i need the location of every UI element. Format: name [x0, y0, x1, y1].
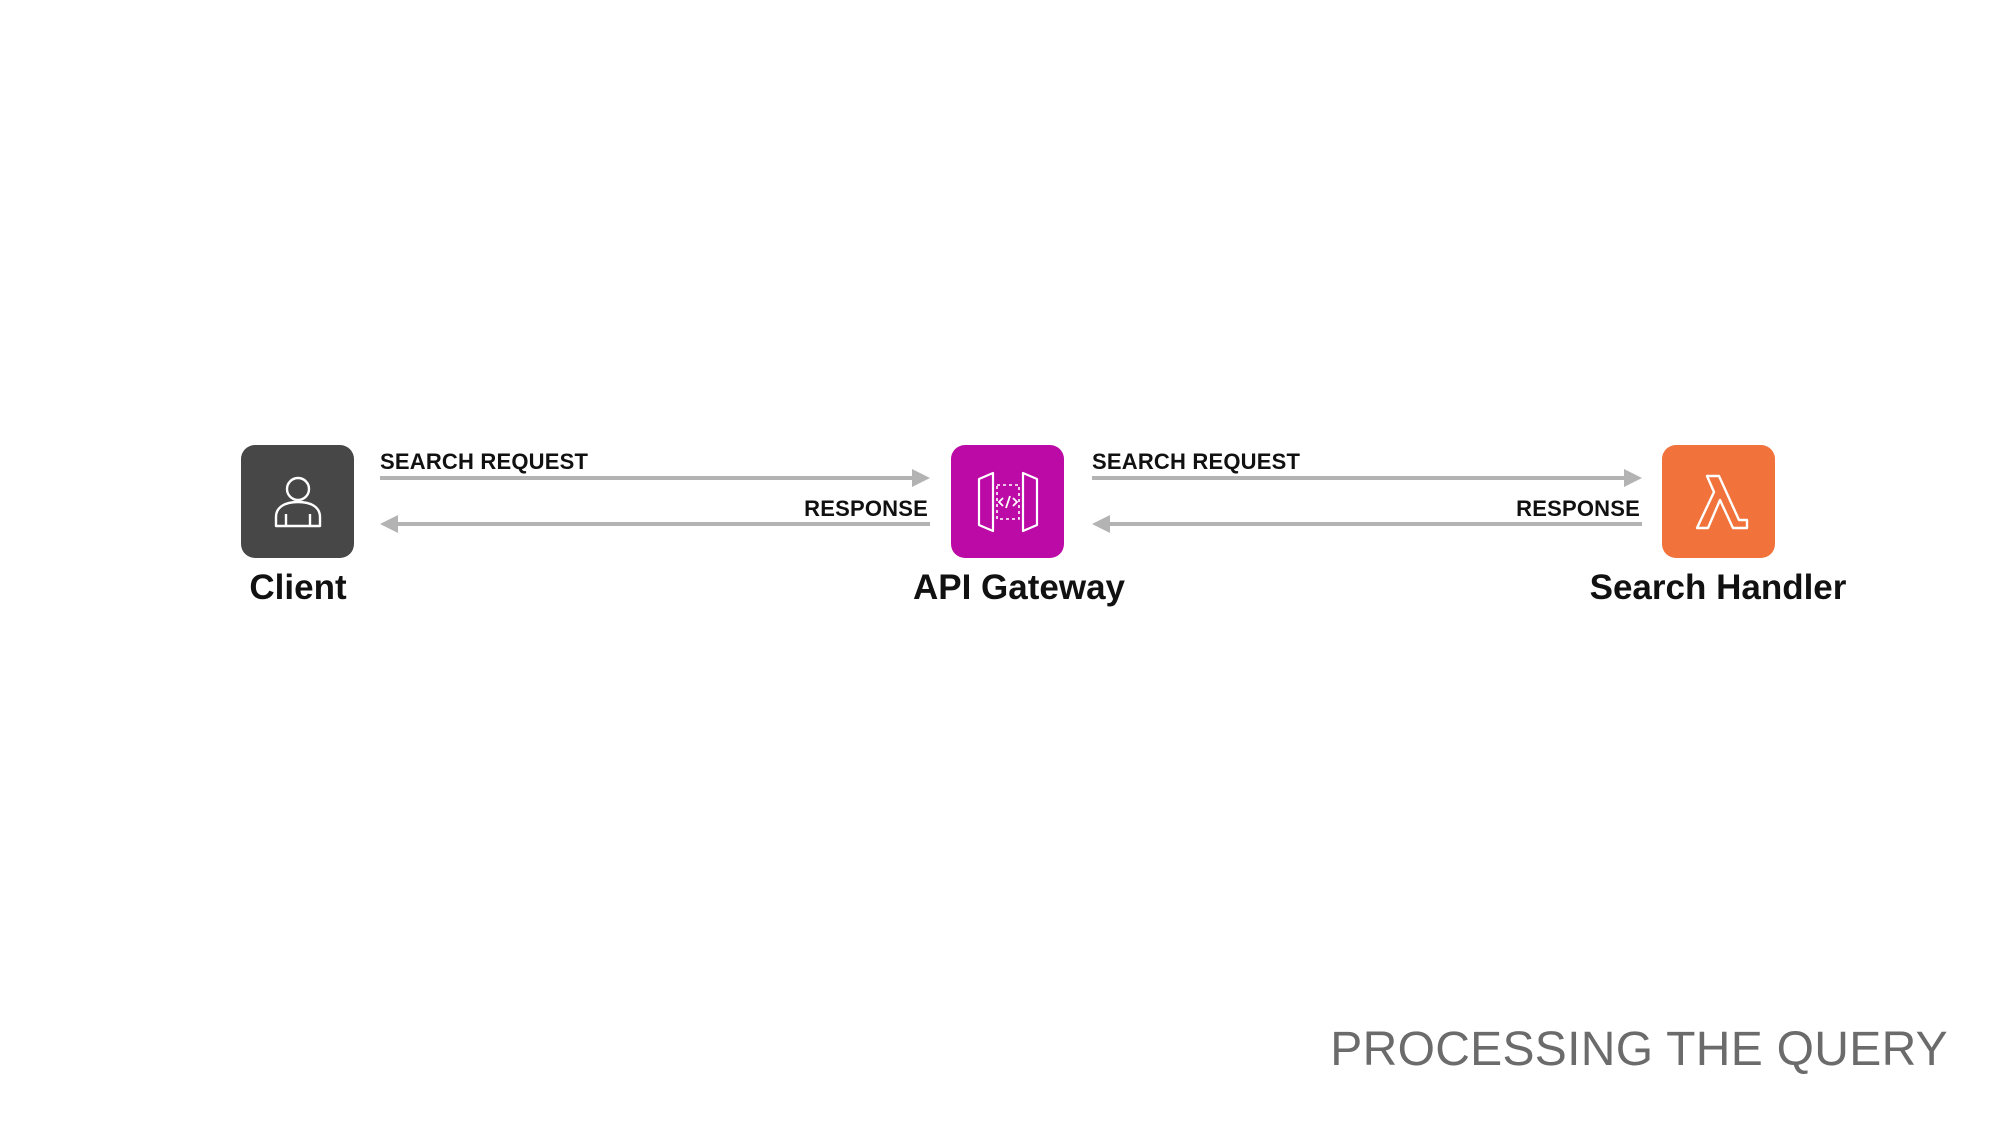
client-node-icon: [241, 445, 354, 558]
request-label-gateway-handler: SEARCH REQUEST: [1092, 449, 1301, 474]
request-label-client-gateway: SEARCH REQUEST: [380, 449, 589, 474]
client-label: Client: [249, 568, 347, 607]
api-gateway-icon: [977, 471, 1038, 532]
api-gateway-node-icon: [951, 445, 1064, 558]
response-arrow-handler-gateway: [1092, 515, 1642, 533]
api-gateway-label: API Gateway: [912, 568, 1126, 607]
user-icon: [274, 476, 321, 527]
search-handler-label: Search Handler: [1589, 568, 1847, 607]
request-arrow-gateway-handler: [1092, 469, 1642, 487]
response-arrow-gateway-client: [380, 515, 930, 533]
slide-title: PROCESSING THE QUERY: [1330, 1023, 1948, 1076]
request-arrow-client-gateway: [380, 469, 930, 487]
search-handler-node-icon: [1662, 445, 1775, 558]
response-label-gateway-client: RESPONSE: [804, 496, 928, 521]
lambda-icon: [1695, 474, 1748, 529]
response-label-handler-gateway: RESPONSE: [1516, 496, 1640, 521]
